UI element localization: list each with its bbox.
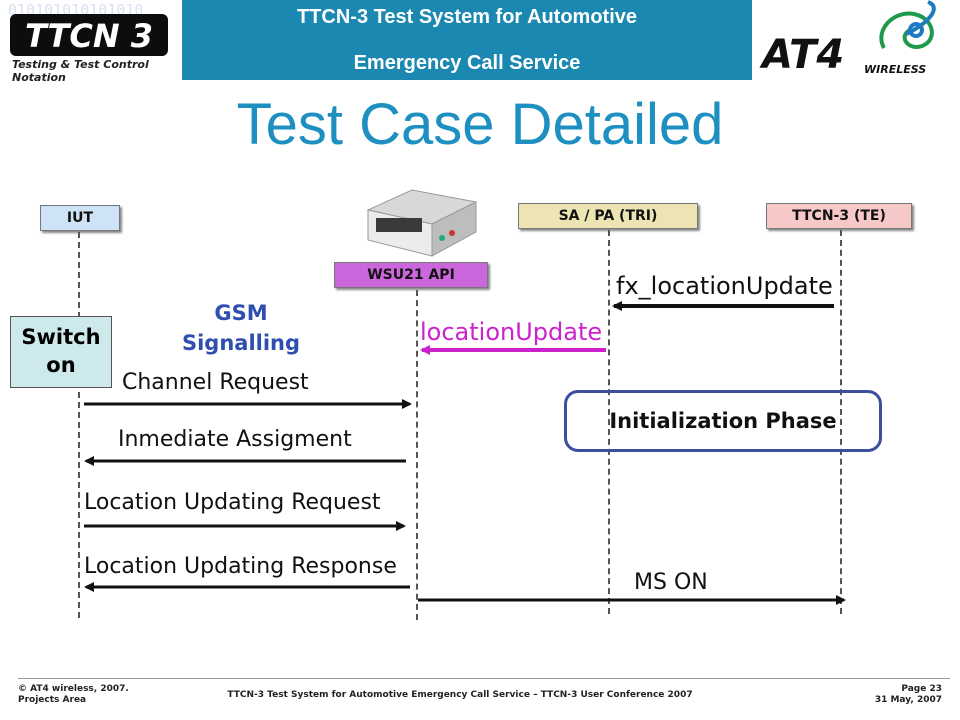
gsm-signalling-label: GSM Signalling (181, 301, 301, 355)
lane-header-te: TTCN-3 (TE) (766, 203, 912, 229)
header-title-line1: TTCN-3 Test System for Automotive (296, 6, 638, 28)
switch-on-note: Switch on (10, 316, 112, 388)
header-title-line2: Emergency Call Service (353, 52, 581, 74)
ttcn3-logo: 010101010101010 10101010101010 TTCN 3 Te… (0, 0, 180, 84)
lifeline-te (840, 230, 842, 614)
svg-text:AT4: AT4 (759, 32, 844, 78)
ttcn3-logo-tagline: Testing & Test Control Notation (12, 58, 149, 84)
footer-area: Projects Area (18, 695, 87, 705)
at4-logo-graphic: AT4 WIRELESS (759, 0, 936, 78)
slide-title: Test Case Detailed (236, 92, 724, 157)
msg-label-channel-request: Channel Request (122, 370, 309, 395)
wsu21-device-image (366, 189, 478, 257)
msg-label-immediate-assignment: Inmediate Assigment (118, 427, 352, 452)
header-title-band: TTCN-3 Test System for Automotive Emerge… (182, 0, 752, 80)
ttcn3-logo-word: TTCN 3 (10, 14, 168, 56)
lane-header-wsu21: WSU21 API (334, 262, 488, 288)
msg-label-location-update: locationUpdate (420, 318, 603, 346)
at4-wireless-logo: AT4 WIRELESS (756, 0, 960, 80)
msg-label-location-updating-response: Location Updating Response (84, 554, 397, 579)
at4-swirl-icon (879, 0, 936, 49)
lane-header-iut: IUT (40, 205, 120, 231)
footer-divider (18, 678, 950, 679)
svg-text:WIRELESS: WIRELESS (864, 63, 926, 76)
lifeline-iut (78, 232, 80, 618)
svg-text:TTCN 3: TTCN 3 (25, 17, 153, 55)
initialization-phase-box: Initialization Phase (564, 390, 882, 452)
lifeline-sa-pa (608, 230, 610, 614)
footer-center-text: TTCN-3 Test System for Automotive Emerge… (227, 690, 693, 700)
msg-label-fx-location-update: fx_locationUpdate (616, 272, 833, 300)
msg-label-ms-on: MS ON (634, 570, 708, 595)
footer-page-number: Page 23 (901, 684, 942, 694)
footer-copyright: © AT4 wireless, 2007. (18, 684, 129, 694)
msg-label-location-updating-request: Location Updating Request (84, 490, 381, 515)
footer-date: 31 May, 2007 (874, 695, 942, 705)
lifeline-wsu21 (416, 290, 418, 620)
lane-header-sa-pa: SA / PA (TRI) (518, 203, 698, 229)
